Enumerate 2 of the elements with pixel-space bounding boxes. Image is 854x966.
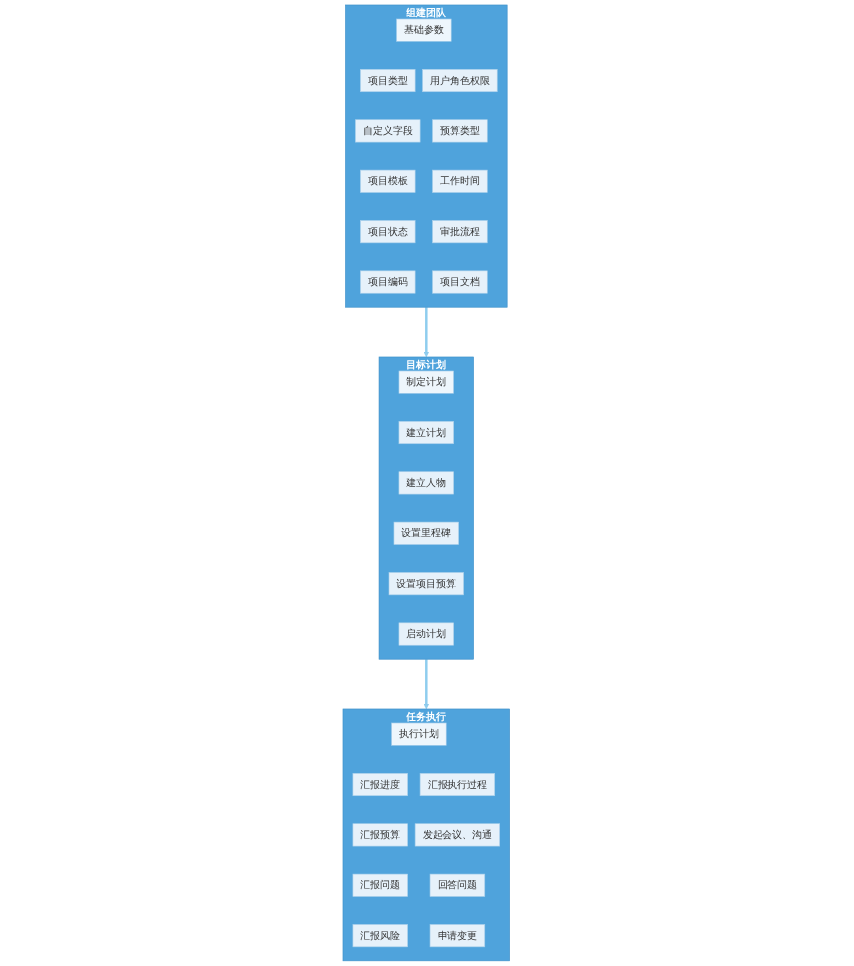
arrow [424, 659, 430, 710]
arrow [424, 307, 430, 358]
